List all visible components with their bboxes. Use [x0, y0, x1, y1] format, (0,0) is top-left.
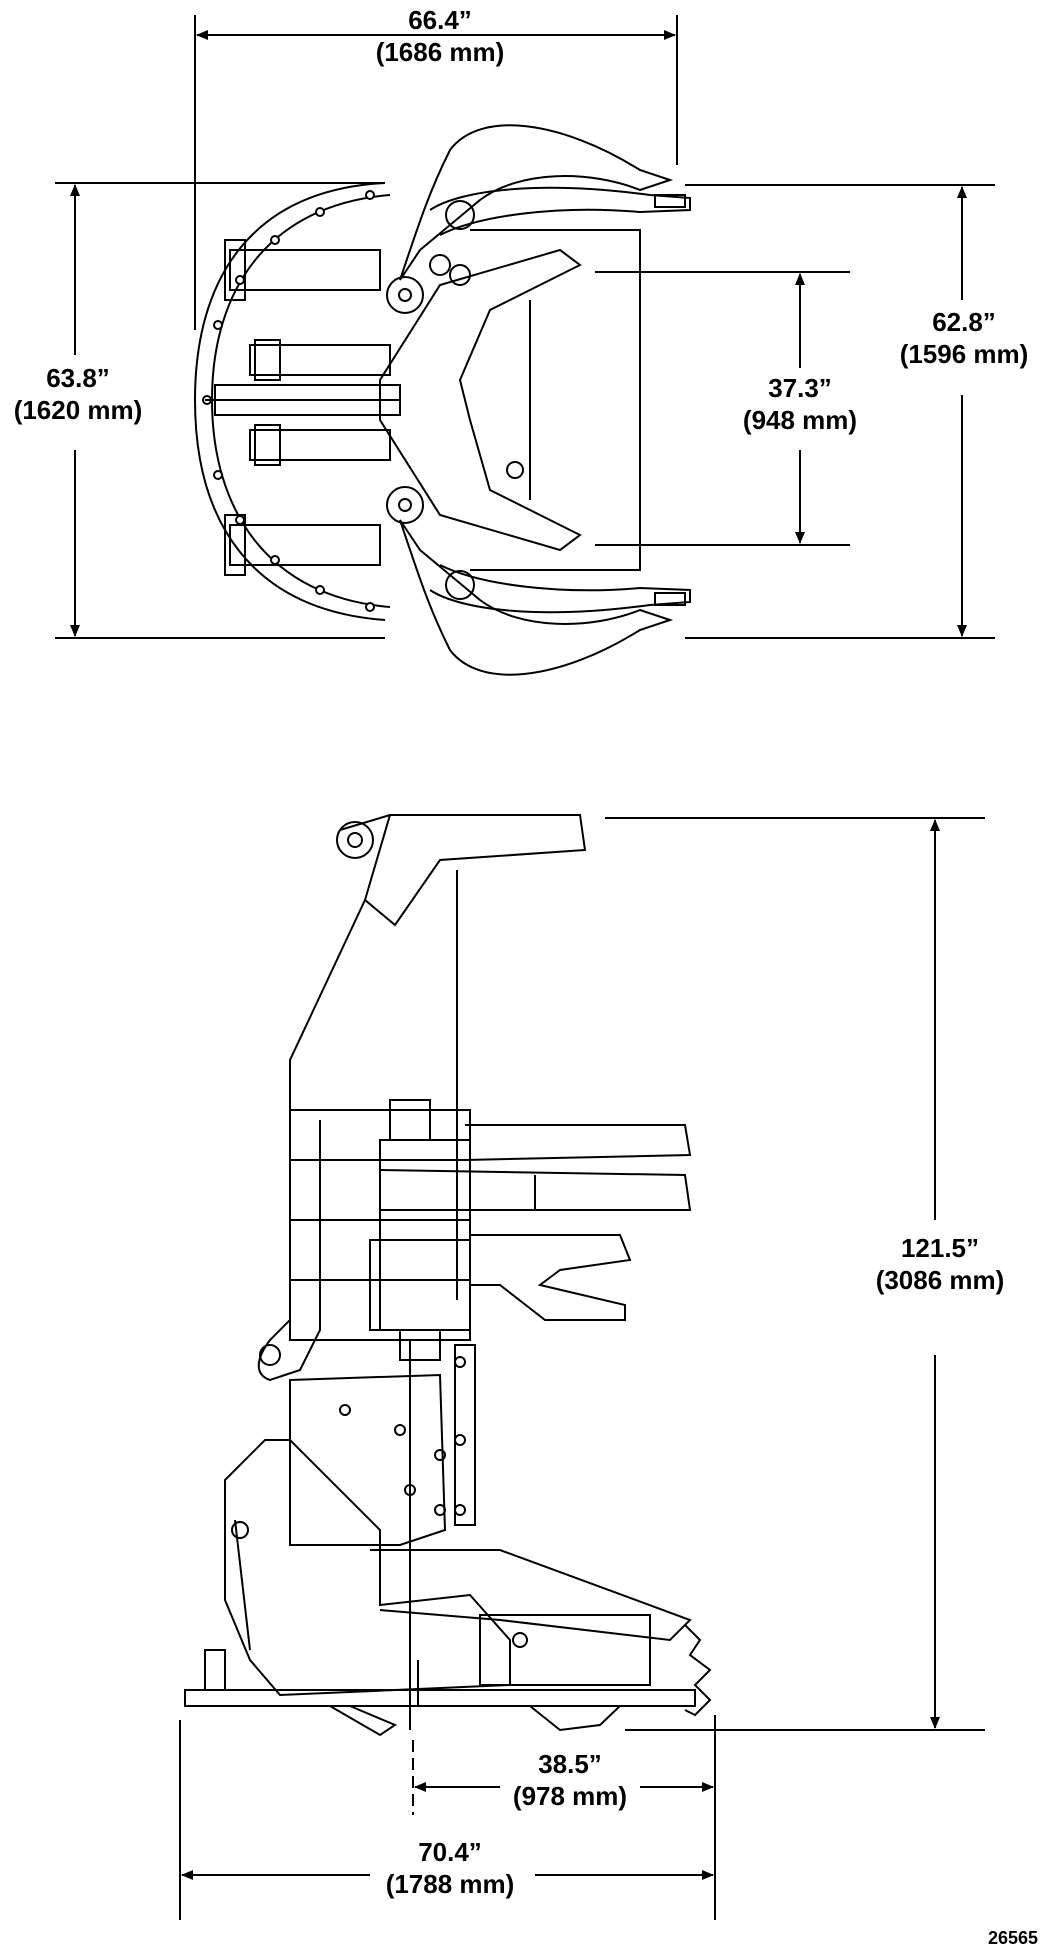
- lower-jaw-side: [470, 1234, 632, 1321]
- jaw-opening-mm: (948 mm): [742, 405, 858, 435]
- arm-span-inches: 62.8”: [932, 307, 996, 337]
- base-plate: [184, 1689, 696, 1707]
- jaw-opening-label: 37.3” (948 mm): [720, 372, 880, 436]
- blade-teeth: [684, 1624, 712, 1717]
- side-height-label: 121.5” (3086 mm): [850, 1232, 1030, 1296]
- top-width-label: 66.4” (1686 mm): [340, 4, 540, 68]
- upper-jaw: [399, 124, 674, 281]
- jaw-box: [470, 229, 641, 571]
- turntable-ring-outer: [193, 182, 386, 621]
- top-view-drawing: [193, 124, 691, 676]
- top-width-mm: (1686 mm): [375, 37, 505, 67]
- side-height-inches: 121.5”: [900, 1233, 980, 1263]
- top-height-mm: (1620 mm): [13, 395, 143, 425]
- side-height-mm: (3086 mm): [875, 1265, 1005, 1295]
- side-view-dimensions: [179, 817, 985, 1920]
- frame-mid-lower: [249, 429, 391, 461]
- saw-head-side: [224, 1439, 511, 1697]
- top-height-label: 63.8” (1620 mm): [0, 362, 158, 426]
- grapple-body: [379, 248, 582, 552]
- side-view-drawing: [184, 814, 712, 1737]
- figure-number: 26565: [988, 1928, 1039, 1948]
- top-view-dimensions: [55, 15, 995, 639]
- offset-inches: 38.5”: [538, 1749, 602, 1779]
- side-width-label: 70.4” (1788 mm): [370, 1836, 530, 1900]
- side-width-mm: (1788 mm): [385, 1869, 515, 1899]
- top-width-inches: 66.4”: [408, 5, 472, 35]
- saw-housing: [289, 1373, 447, 1546]
- boom-head: [363, 814, 587, 927]
- arm-span-label: 62.8” (1596 mm): [880, 306, 1048, 370]
- jaw-opening-inches: 37.3”: [768, 373, 832, 403]
- rotator-upper: [389, 1099, 431, 1141]
- lower-jaw: [399, 519, 674, 676]
- boom-arm: [257, 899, 366, 1382]
- frame-bottom-rail: [229, 524, 381, 566]
- frame-top-rail: [229, 249, 381, 291]
- frame-mid-upper: [249, 344, 391, 376]
- upper-jaw-side: [464, 1124, 692, 1161]
- blade-guard: [370, 1549, 692, 1642]
- side-width-inches: 70.4”: [418, 1837, 482, 1867]
- top-height-inches: 63.8”: [46, 363, 110, 393]
- offset-label: 38.5” (978 mm): [490, 1748, 650, 1812]
- offset-mm: (978 mm): [512, 1781, 628, 1811]
- arm-span-mm: (1596 mm): [899, 339, 1029, 369]
